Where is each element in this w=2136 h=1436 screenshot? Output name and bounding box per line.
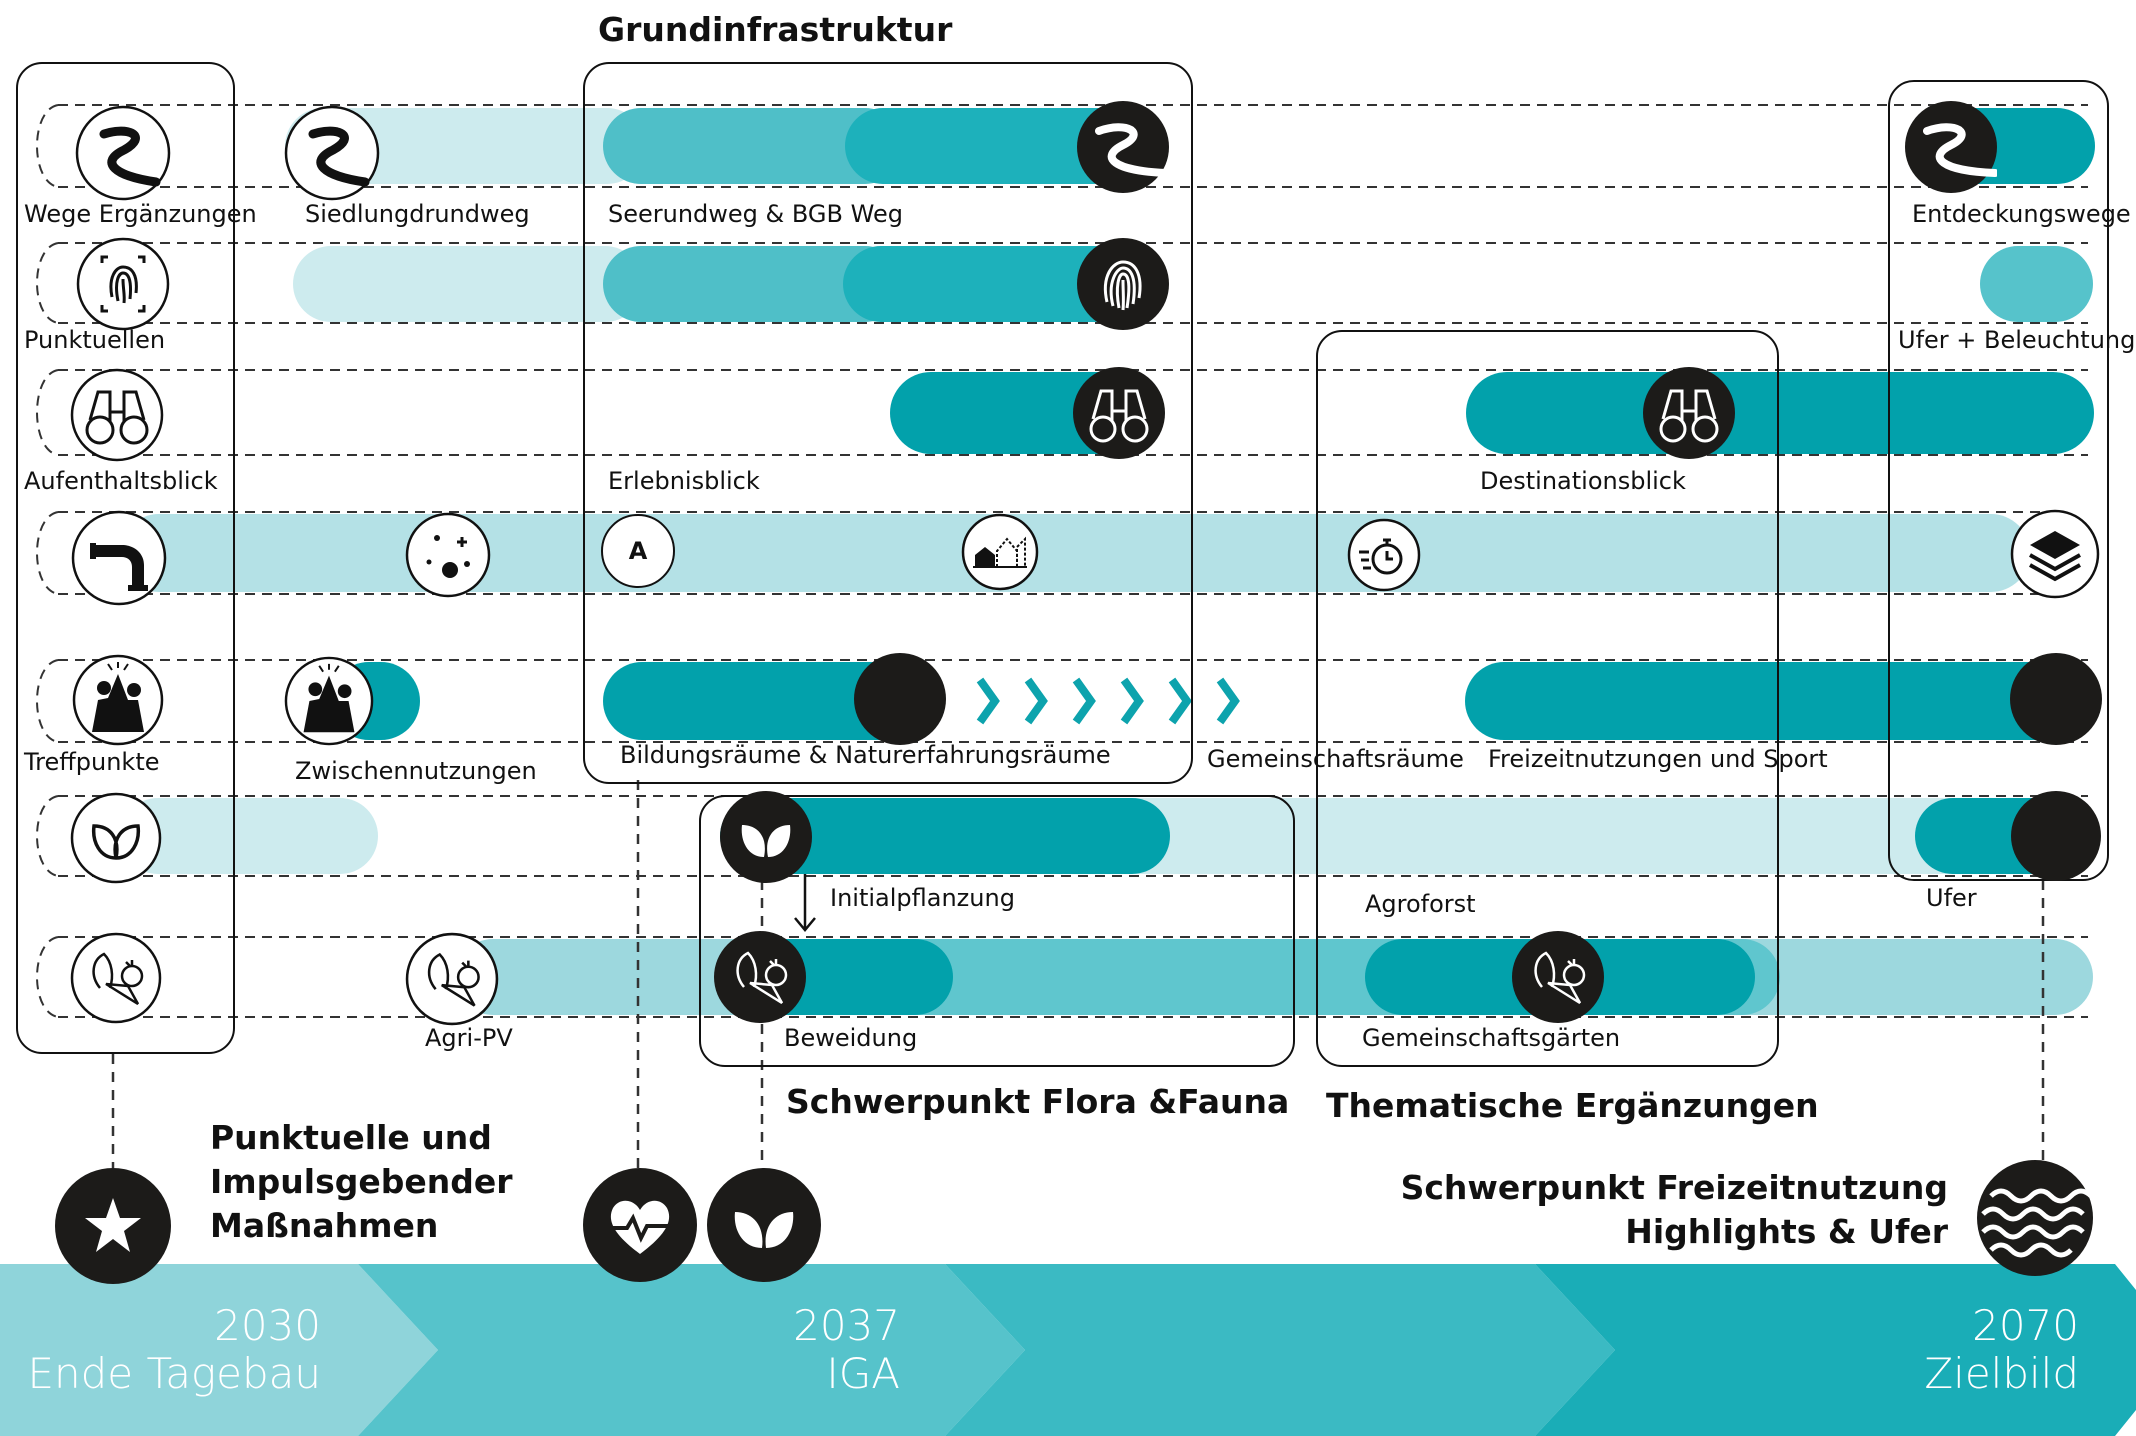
label-freizeitnutzungen: Freizeitnutzungen und Sport	[1488, 745, 1828, 773]
dots-icon	[405, 512, 491, 598]
label-beweidung: Beweidung	[784, 1024, 918, 1052]
label-initialpflanzung: Initialpflanzung	[830, 884, 1015, 912]
path-icon	[284, 105, 380, 201]
label-gemeinschaftsgaerten: Gemeinschaftsgärten	[1362, 1024, 1621, 1052]
bar-infra	[120, 514, 2030, 592]
bar-pflanz-light-left	[120, 798, 378, 874]
bar-destinationsblick	[1466, 372, 2094, 454]
binoculars-icon	[1073, 367, 1165, 459]
row-pflanz	[36, 795, 2088, 932]
row-treff	[36, 659, 2093, 743]
label-siedlungsrundweg: Siedlungdrundweg	[305, 200, 530, 228]
people-icon	[72, 654, 164, 746]
stopwatch-icon	[1347, 518, 1421, 592]
vegetables-icon	[70, 932, 162, 1024]
star-icon	[55, 1168, 171, 1284]
leaf-icon	[70, 792, 162, 884]
label-ufer-beleuchtung: Ufer + Beleuchtung	[1898, 326, 2136, 354]
title-freizeit-line-2: Highlights & Ufer	[1625, 1212, 1948, 1251]
timeline-2070: 2070 Zielbild	[1924, 1302, 2079, 1398]
label-destinationsblick: Destinationsblick	[1480, 467, 1686, 495]
label-seerundweg: Seerundweg & BGB Weg	[608, 200, 903, 228]
timeline-bar	[0, 1264, 2136, 1436]
title-thematische: Thematische Ergänzungen	[1326, 1086, 1819, 1125]
label-wege-ergaenzungen: Wege Ergänzungen	[24, 200, 257, 228]
bar-punktuell-light	[293, 246, 643, 322]
vegetables-icon	[714, 931, 806, 1023]
pipe-icon	[71, 510, 167, 606]
title-punktuelle-line-2: Impulsgebender	[210, 1162, 513, 1201]
bracket-thematische	[1316, 330, 1779, 1067]
binoculars-icon	[1643, 367, 1735, 459]
bar-seerundweg-2	[845, 108, 1135, 184]
label-treffpunkte: Treffpunkte	[24, 748, 160, 776]
bar-bildungsraeume	[603, 662, 933, 740]
vegetables-icon	[1512, 931, 1604, 1023]
bar-ufer-beleuchtung	[1980, 246, 2093, 322]
timeline-2037-year: 2037	[793, 1301, 900, 1350]
bracket-punktuelle	[16, 62, 235, 1054]
title-punktuelle-line-3: Maßnahmen	[210, 1206, 439, 1245]
people-icon	[284, 656, 374, 746]
bracket-flora-fauna	[699, 795, 1295, 1067]
label-bildungsraeume: Bildungsräume & Naturerfahrungsräume	[620, 741, 1111, 769]
heart-icon	[583, 1168, 697, 1282]
leaf-icon	[720, 791, 812, 883]
layers-icon	[2010, 509, 2100, 599]
infra-a-icon: A	[601, 514, 675, 588]
binoculars-icon	[70, 368, 164, 462]
bar-seerundweg-1	[603, 108, 903, 184]
fingerprint-icon	[1077, 238, 1169, 330]
black-dot-ufer	[2011, 791, 2101, 881]
vegetables-icon	[405, 932, 499, 1026]
connectors	[111, 780, 2045, 1168]
label-erlebnisblick: Erlebnisblick	[608, 467, 760, 495]
infra-a-label: A	[628, 537, 648, 565]
bar-punktuell-2	[843, 246, 1133, 322]
label-ufer: Ufer	[1926, 884, 1977, 912]
bar-pflanz-light-mid	[1100, 798, 2000, 874]
timeline-2030-year: 2030	[214, 1301, 321, 1350]
title-grundinfrastruktur: Grundinfrastruktur	[598, 10, 953, 49]
label-entdeckungswege: Entdeckungswege	[1912, 200, 2131, 228]
bar-freizeitnutzungen	[1465, 662, 2093, 740]
bracket-grundinfrastruktur	[583, 62, 1193, 784]
title-punktuelle: Punktuelle und Impulsgebender Maßnahmen	[210, 1116, 513, 1248]
label-agroforst: Agroforst	[1365, 890, 1476, 918]
row-punktuell	[36, 242, 2093, 324]
timeline-2037: 2037 IGA	[793, 1302, 900, 1398]
row-infra	[36, 511, 2040, 595]
timeline-2037-label: IGA	[826, 1349, 900, 1398]
waves-icon	[1977, 1160, 2093, 1276]
building-icon	[961, 513, 1039, 591]
path-icon	[1905, 101, 1997, 193]
title-freizeit: Schwerpunkt Freizeitnutzung Highlights &…	[1401, 1166, 1948, 1254]
bracket-freizeit	[1888, 80, 2109, 881]
label-gemeinschaftsraeume: Gemeinschaftsräume	[1207, 745, 1464, 773]
title-flora-fauna: Schwerpunkt Flora &Fauna	[786, 1082, 1290, 1121]
label-zwischennutzungen: Zwischennutzungen	[295, 757, 537, 785]
black-dot-bildung	[854, 653, 946, 745]
timeline-2030: 2030 Ende Tagebau	[27, 1302, 321, 1398]
timeline-2070-label: Zielbild	[1924, 1349, 2079, 1398]
fingerprint-icon	[76, 237, 170, 331]
label-agri-pv: Agri-PV	[425, 1024, 513, 1052]
label-aufenthaltsblick: Aufenthaltsblick	[24, 467, 218, 495]
timeline-2030-label: Ende Tagebau	[27, 1349, 321, 1398]
title-punktuelle-line-1: Punktuelle und	[210, 1118, 492, 1157]
timeline-2070-year: 2070	[1972, 1301, 2079, 1350]
black-dot-freizeit	[2010, 653, 2102, 745]
label-punktuellen: Punktuellen	[24, 326, 166, 354]
bar-punktuell-1	[603, 246, 903, 322]
leaf-icon	[707, 1168, 821, 1282]
title-freizeit-line-1: Schwerpunkt Freizeitnutzung	[1400, 1168, 1948, 1207]
bar-initialpflanzung	[720, 798, 1170, 874]
path-icon	[1077, 101, 1169, 193]
path-icon	[75, 105, 171, 201]
chevron-icon	[976, 677, 1240, 725]
